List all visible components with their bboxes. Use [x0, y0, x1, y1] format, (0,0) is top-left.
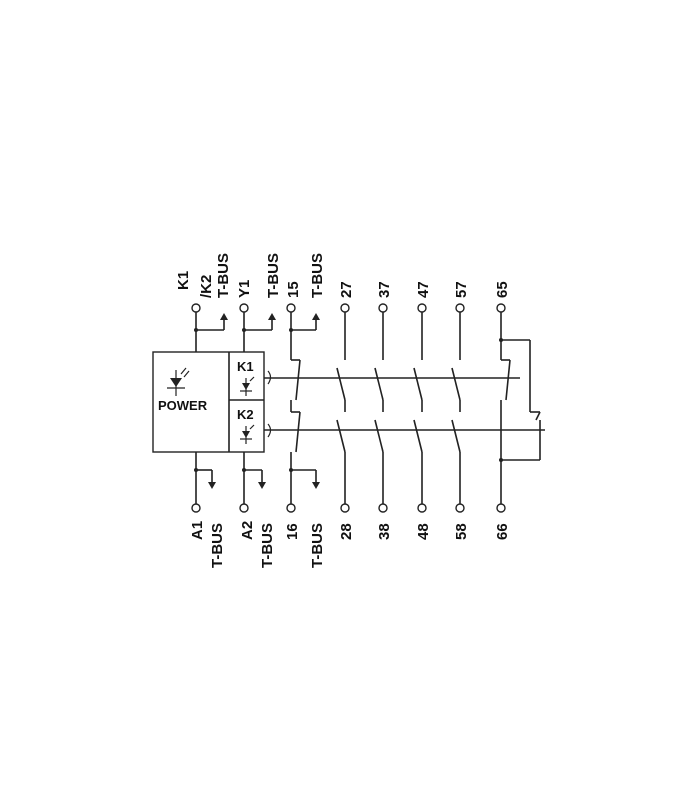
terminal-57 — [455, 303, 465, 313]
label-k1: K1 — [175, 271, 192, 290]
label-47: 47 — [415, 281, 432, 298]
k1-wire — [194, 312, 228, 352]
k2-led-icon — [240, 424, 255, 444]
label-28: 28 — [338, 523, 355, 540]
label-tbus-top-1: T-BUS — [215, 253, 232, 298]
terminal-y1 — [239, 303, 249, 313]
label-15: 15 — [285, 281, 302, 298]
label-tbus-bottom-2: T-BUS — [259, 523, 276, 568]
y1-wire — [242, 312, 276, 352]
contact-37-38 — [374, 312, 384, 504]
terminal-38 — [378, 503, 388, 513]
label-16: 16 — [284, 523, 301, 540]
contact-27-28 — [336, 312, 346, 504]
k2-relay-label: K2 — [237, 407, 254, 422]
label-tbus-bottom-3: T-BUS — [309, 523, 326, 568]
terminal-a1 — [191, 503, 201, 513]
label-37: 37 — [376, 281, 393, 298]
label-tbus-top-2: T-BUS — [265, 253, 282, 298]
a2-wire — [242, 452, 266, 504]
power-label: POWER — [158, 398, 208, 413]
terminal-a2 — [239, 503, 249, 513]
contact-65-66 — [499, 312, 541, 504]
label-65: 65 — [494, 281, 511, 298]
k1-led-icon — [240, 376, 255, 396]
label-a2: A2 — [239, 521, 256, 540]
contact-57-58 — [451, 312, 461, 504]
label-66: 66 — [494, 523, 511, 540]
label-tbus-bottom-1: T-BUS — [209, 523, 226, 568]
terminal-16 — [286, 503, 296, 513]
terminal-58 — [455, 503, 465, 513]
terminal-28 — [340, 503, 350, 513]
terminal-15 — [286, 303, 296, 313]
label-k2: /K2 — [198, 275, 215, 298]
label-27: 27 — [338, 281, 355, 298]
terminal-65 — [496, 303, 506, 313]
label-48: 48 — [415, 523, 432, 540]
label-38: 38 — [376, 523, 393, 540]
power-led-icon — [167, 367, 190, 396]
contact-47-48 — [413, 312, 423, 504]
label-58: 58 — [453, 523, 470, 540]
terminal-27 — [340, 303, 350, 313]
label-tbus-top-3: T-BUS — [309, 253, 326, 298]
contact-15-16 — [289, 312, 320, 504]
terminal-37 — [378, 303, 388, 313]
label-57: 57 — [453, 281, 470, 298]
terminal-k1 — [191, 303, 201, 313]
a1-wire — [194, 452, 216, 504]
label-a1: A1 — [189, 521, 206, 540]
terminal-48 — [417, 503, 427, 513]
k1-relay-label: K1 — [237, 359, 254, 374]
terminal-66 — [496, 503, 506, 513]
label-y1: Y1 — [236, 280, 253, 298]
terminal-47 — [417, 303, 427, 313]
